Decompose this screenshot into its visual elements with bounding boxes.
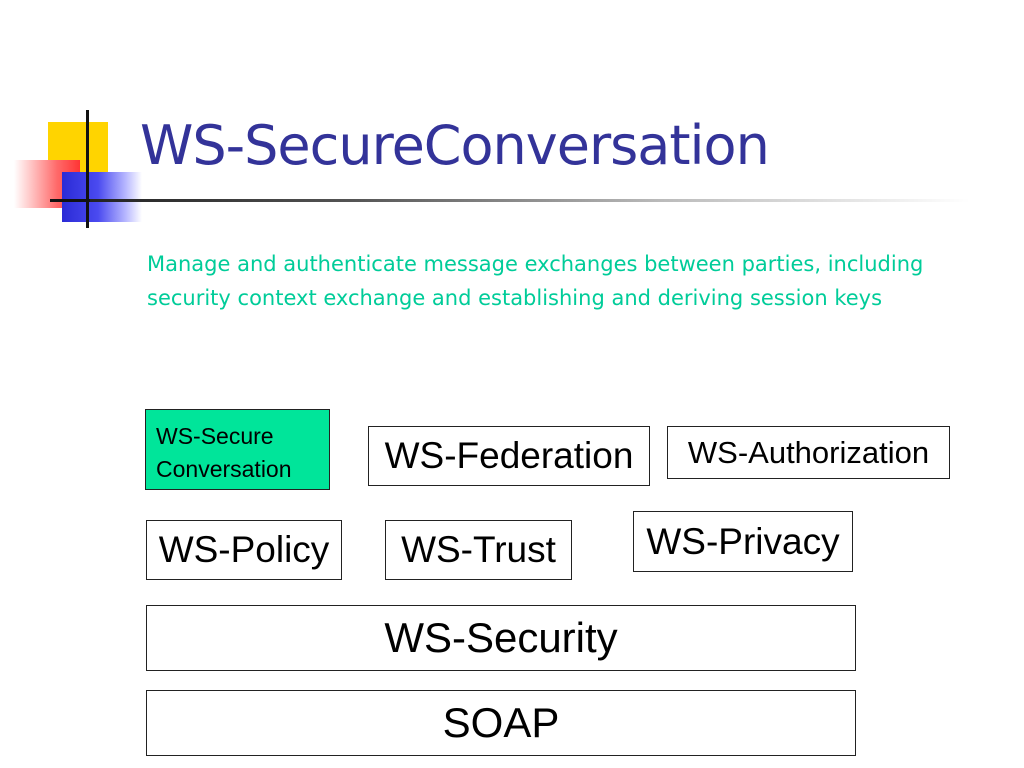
box-ws-security: WS-Security [146, 605, 856, 671]
box-label: WS-Authorization [687, 434, 930, 470]
slide-description: Manage and authenticate message exchange… [147, 252, 924, 310]
box-ws-secure-conversation: WS-Secure Conversation [145, 409, 330, 490]
box-label: WS-Secure Conversation [156, 423, 292, 482]
logo-horizontal-line [50, 199, 100, 202]
logo-vertical-line [86, 110, 89, 228]
box-label: SOAP [442, 699, 560, 746]
logo-blue-square [62, 172, 142, 222]
slide-title: WS-SecureConversation [140, 114, 770, 177]
box-label: WS-Security [384, 614, 618, 661]
box-label: WS-Privacy [646, 520, 840, 562]
box-ws-trust: WS-Trust [385, 520, 572, 580]
box-ws-authorization: WS-Authorization [667, 426, 950, 479]
box-ws-federation: WS-Federation [368, 426, 650, 486]
box-soap: SOAP [146, 690, 856, 756]
box-label: WS-Policy [158, 529, 330, 570]
decorative-logo [0, 0, 142, 240]
box-label: WS-Trust [401, 529, 556, 570]
box-label: WS-Federation [384, 435, 634, 476]
box-ws-privacy: WS-Privacy [633, 511, 853, 572]
title-underline [90, 199, 970, 202]
box-ws-policy: WS-Policy [146, 520, 342, 580]
